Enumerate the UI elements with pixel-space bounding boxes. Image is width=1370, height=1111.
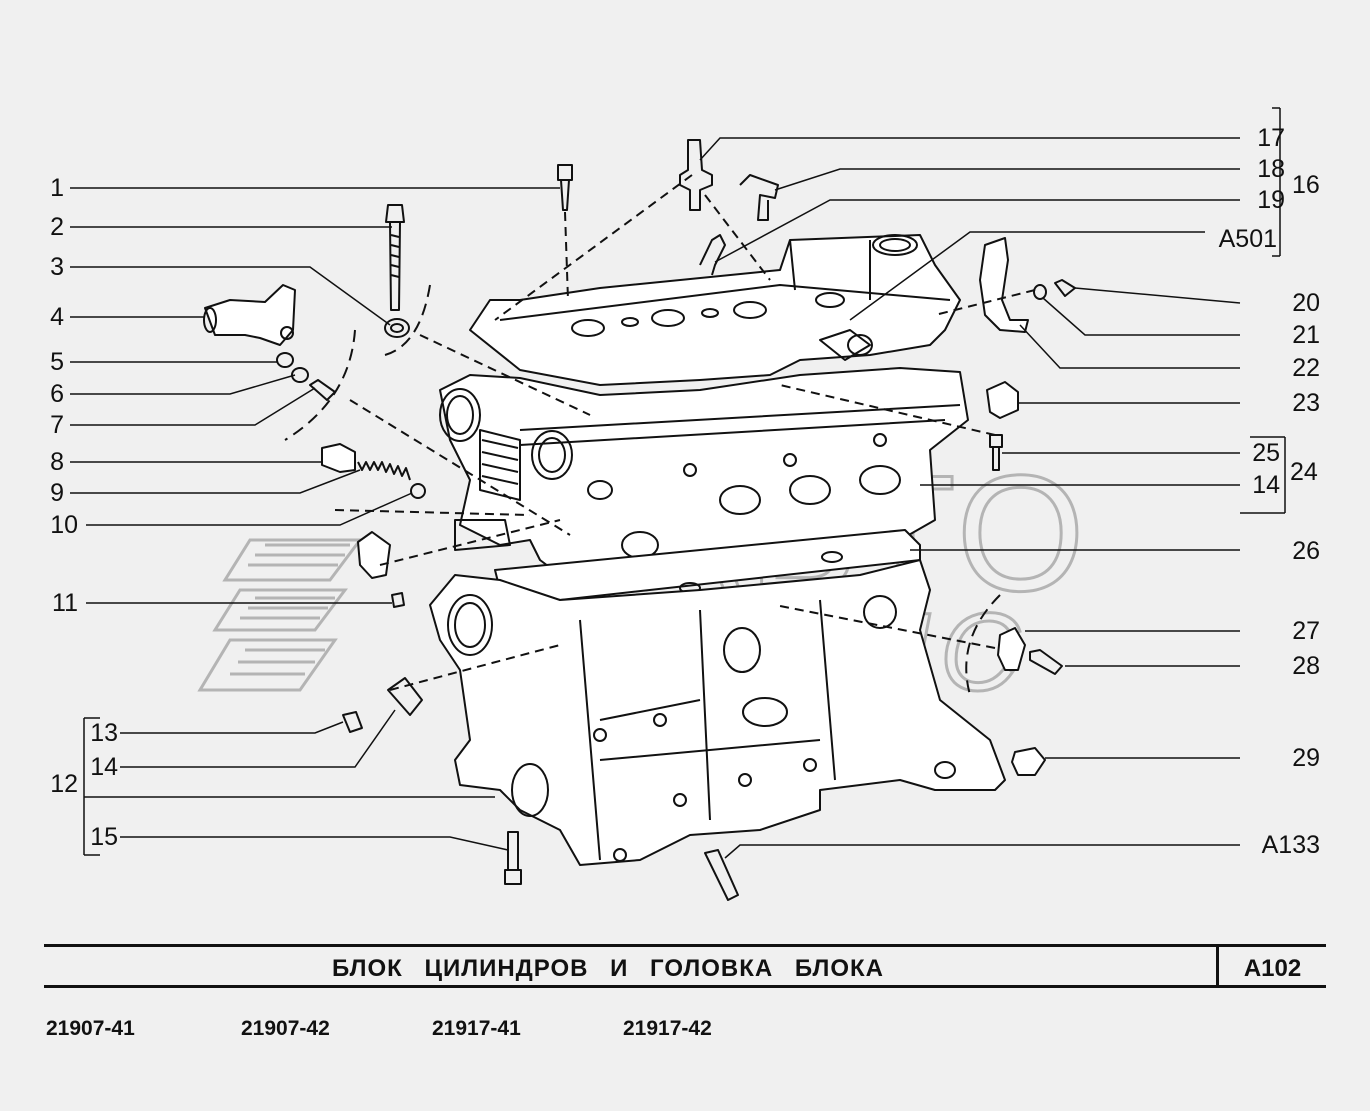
callout-15: 15 xyxy=(90,823,118,851)
callout-1: 1 xyxy=(50,174,64,202)
part-26-seal xyxy=(357,531,391,579)
callout-2: 2 xyxy=(50,213,64,241)
callout-7: 7 xyxy=(50,411,64,439)
part-9-spring xyxy=(357,461,411,481)
part-14-seal xyxy=(387,677,423,716)
part-6-washer xyxy=(291,367,309,383)
callout-4: 4 xyxy=(50,303,64,331)
leader-lines xyxy=(70,107,1286,859)
callout-19: 19 xyxy=(1257,186,1285,214)
callout-group-24: 24 xyxy=(1290,458,1318,486)
part-11-plug xyxy=(391,592,405,608)
model-code-3: 21917-41 xyxy=(432,1017,521,1040)
callout-26: 26 xyxy=(1292,537,1320,565)
model-code-1: 21907-41 xyxy=(46,1017,135,1040)
model-code-4: 21917-42 xyxy=(623,1017,712,1040)
callout-group-12: 12 xyxy=(50,770,78,798)
callout-28: 28 xyxy=(1292,652,1320,680)
callout-3: 3 xyxy=(50,253,64,281)
part-22-bracket xyxy=(979,237,1029,333)
part-1-bolt xyxy=(557,164,573,211)
part-23-seal xyxy=(986,381,1019,419)
part-28-bolt xyxy=(1029,649,1063,675)
callout-6: 6 xyxy=(50,380,64,408)
part-3-washer xyxy=(384,318,410,338)
callout-5: 5 xyxy=(50,348,64,376)
part-8-plunger xyxy=(321,443,356,473)
callout-14-left: 14 xyxy=(90,753,118,781)
part-7-bolt xyxy=(309,379,336,401)
callout-10: 10 xyxy=(50,511,78,539)
callout-20: 20 xyxy=(1292,289,1320,317)
part-27-sensor xyxy=(997,627,1026,671)
callout-23: 23 xyxy=(1292,389,1320,417)
watermark-logo xyxy=(197,538,363,692)
callout-29: 29 xyxy=(1292,744,1320,772)
title-bar: БЛОК ЦИЛИНДРОВ И ГОЛОВКА БЛОКА A102 xyxy=(44,944,1326,988)
callout-22: 22 xyxy=(1292,354,1320,382)
part-5-ring xyxy=(276,352,294,368)
part-21-washer xyxy=(1033,284,1047,300)
diagram-code: A102 xyxy=(1243,955,1302,982)
title-divider xyxy=(1216,944,1219,988)
callout-a133: A133 xyxy=(1261,831,1320,859)
callout-27: 27 xyxy=(1292,617,1320,645)
callout-group-16: 16 xyxy=(1292,171,1320,199)
diagram-title: БЛОК ЦИЛИНДРОВ И ГОЛОВКА БЛОКА xyxy=(331,955,885,982)
part-20-bolt xyxy=(1054,279,1076,297)
callout-a501: A501 xyxy=(1218,225,1277,253)
engine-exploded-diagram: АВТО АЛЬЯНС xyxy=(70,107,1286,901)
part-29-bushing xyxy=(1011,747,1046,776)
callout-8: 8 xyxy=(50,448,64,476)
callout-17: 17 xyxy=(1257,124,1285,152)
callout-25: 25 xyxy=(1252,439,1280,467)
part-17-stud xyxy=(679,139,713,211)
part-19-hose xyxy=(699,234,726,276)
callout-13: 13 xyxy=(90,719,118,747)
part-drawings xyxy=(203,139,1076,901)
part-18-hose xyxy=(739,174,779,221)
cylinder-block xyxy=(429,559,1006,866)
cylinder-head xyxy=(439,367,969,576)
callout-21: 21 xyxy=(1292,321,1320,349)
callout-14-right: 14 xyxy=(1252,471,1280,499)
callout-18: 18 xyxy=(1257,155,1285,183)
model-code-2: 21907-42 xyxy=(241,1017,330,1040)
part-25-bolt xyxy=(989,434,1003,471)
callout-11: 11 xyxy=(52,589,78,617)
part-10-ball xyxy=(410,483,426,499)
part-15-bolt xyxy=(504,831,522,885)
part-a133-pin xyxy=(704,849,739,901)
part-2-bolt xyxy=(385,204,405,311)
dashed-guides xyxy=(334,174,1036,691)
dashed-arcs xyxy=(284,284,1001,696)
part-13-seal xyxy=(342,711,363,733)
callout-9: 9 xyxy=(50,479,64,507)
